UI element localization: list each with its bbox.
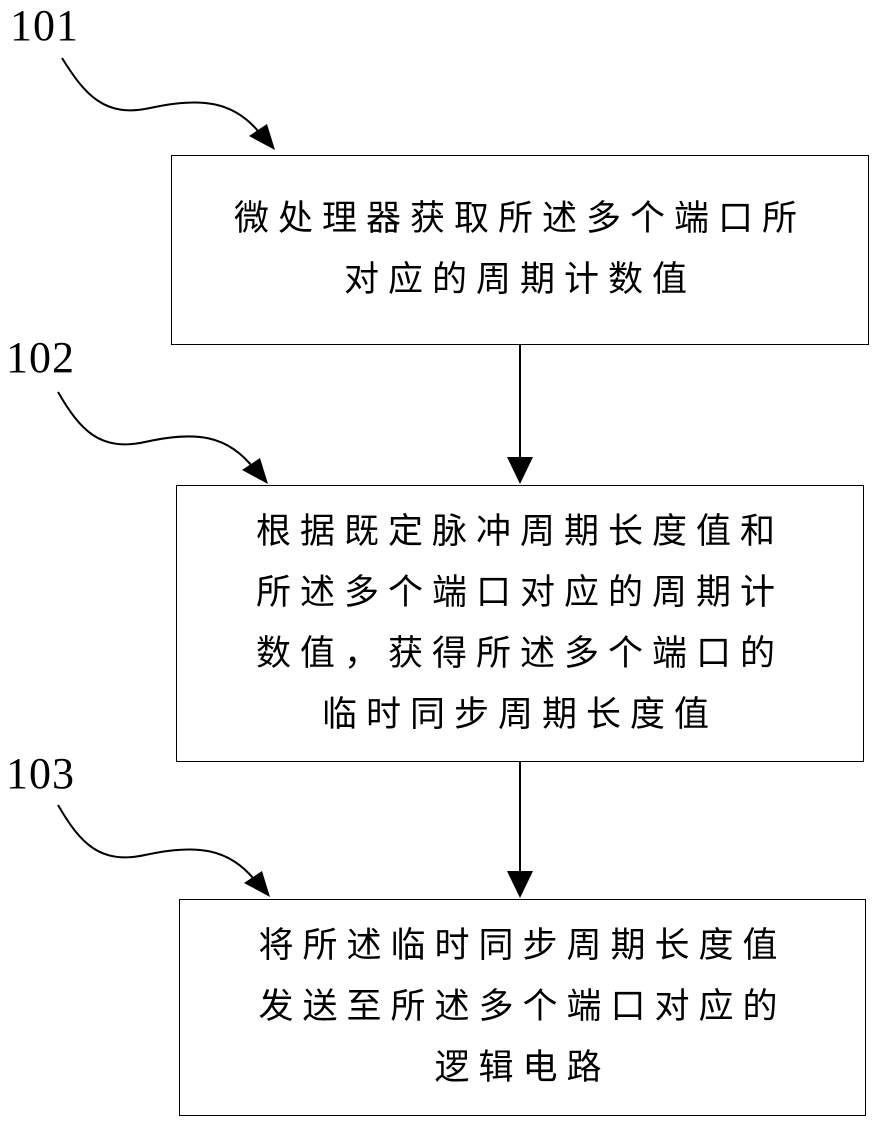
step-102-line-4: 临时同步周期长度值 <box>256 685 784 746</box>
flow-arrow-1-head <box>507 457 533 484</box>
step-box-101: 微处理器获取所述多个端口所 对应的周期计数值 <box>171 155 869 345</box>
step-103-line-2: 发送至所述多个端口对应的 <box>258 977 786 1038</box>
step-101-line-2: 对应的周期计数值 <box>234 250 806 311</box>
step-text-103: 将所述临时同步周期长度值 发送至所述多个端口对应的 逻辑电路 <box>258 916 786 1099</box>
step-box-103: 将所述临时同步周期长度值 发送至所述多个端口对应的 逻辑电路 <box>179 899 866 1116</box>
leader-arrow-101 <box>62 58 262 136</box>
step-101-line-1: 微处理器获取所述多个端口所 <box>234 189 806 250</box>
step-label-101: 101 <box>10 4 79 48</box>
step-102-line-2: 所述多个端口对应的周期计 <box>256 563 784 624</box>
step-102-line-1: 根据既定脉冲周期长度值和 <box>256 502 784 563</box>
step-text-102: 根据既定脉冲周期长度值和 所述多个端口对应的周期计 数值，获得所述多个端口的 临… <box>256 502 784 746</box>
step-label-103: 103 <box>6 752 75 796</box>
step-102-line-3: 数值，获得所述多个端口的 <box>256 624 784 685</box>
leader-arrowhead-102 <box>242 458 268 484</box>
flow-arrow-2-head <box>507 871 533 898</box>
leader-arrow-103 <box>58 805 257 883</box>
step-103-line-3: 逻辑电路 <box>258 1038 786 1099</box>
step-label-102: 102 <box>6 336 75 380</box>
leader-arrowhead-103 <box>244 871 270 897</box>
leader-arrow-102 <box>58 392 255 470</box>
leader-arrowhead-101 <box>249 124 275 150</box>
step-103-line-1: 将所述临时同步周期长度值 <box>258 916 786 977</box>
step-box-102: 根据既定脉冲周期长度值和 所述多个端口对应的周期计 数值，获得所述多个端口的 临… <box>176 485 864 762</box>
step-text-101: 微处理器获取所述多个端口所 对应的周期计数值 <box>234 189 806 311</box>
